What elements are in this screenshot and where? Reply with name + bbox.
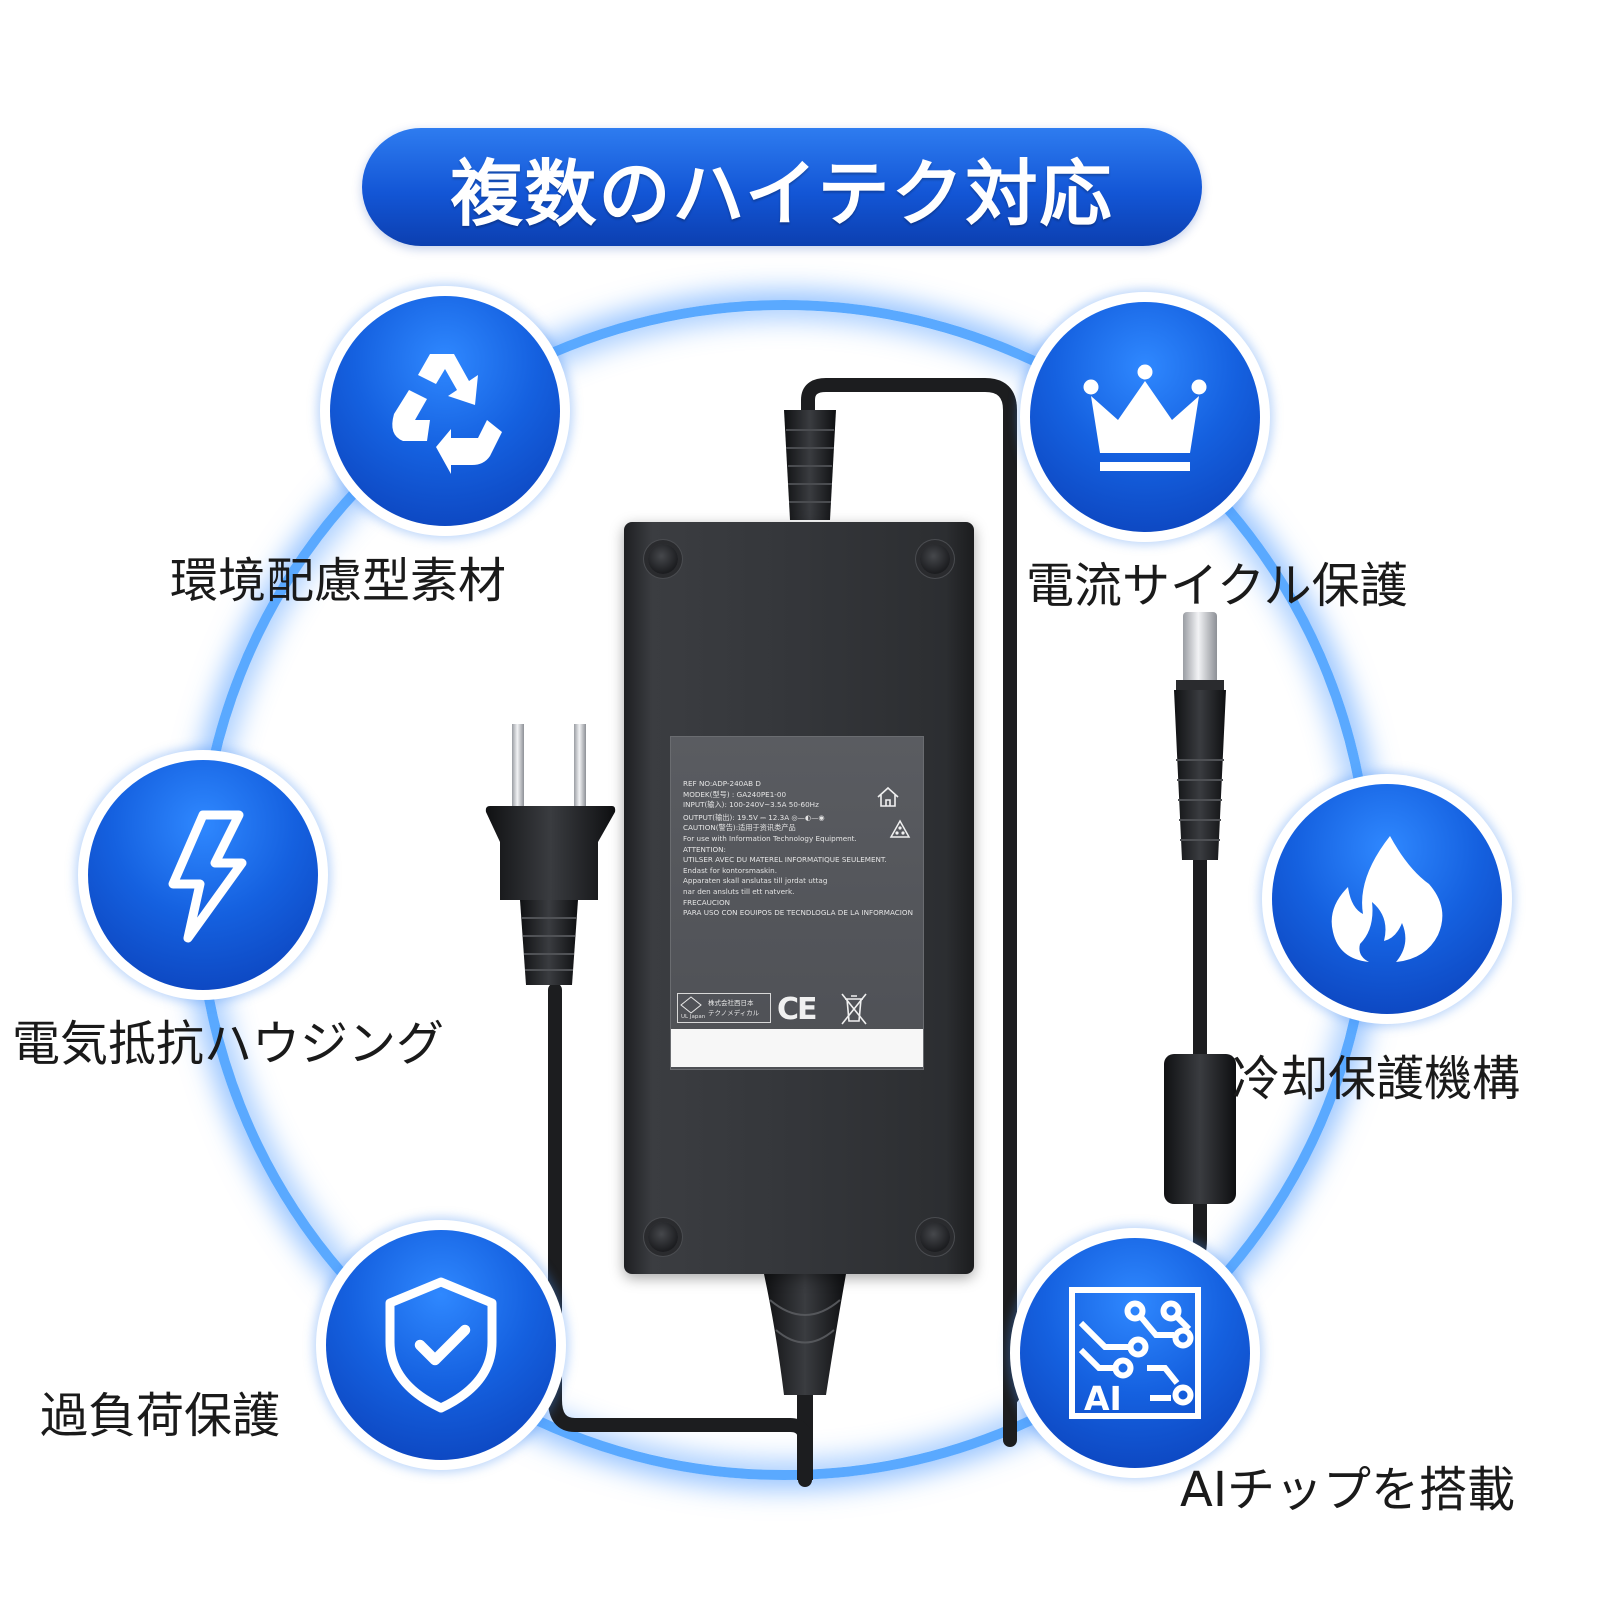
dc-tip-metal <box>1183 612 1217 684</box>
plug-prong-right <box>574 724 586 810</box>
feature-label-eco-material: 環境配慮型素材 <box>170 553 507 609</box>
feature-label-cooling-protection: 冷却保護機構 <box>1232 1051 1521 1107</box>
screw <box>648 544 678 574</box>
spec-nar: nar den ansluts till ett natverk. <box>683 886 795 896</box>
spec-attention: ATTENTION: <box>683 844 726 854</box>
spec-endast: Endast for kontorsmaskin. <box>683 865 778 875</box>
spec-ref: REF NO:ADP-240AB D <box>683 779 761 788</box>
company-line1: 株式会社西日本 <box>708 999 754 1007</box>
dc-tip-body <box>1174 690 1226 860</box>
ferrite-core <box>1164 1054 1236 1204</box>
ac-cable <box>548 983 812 1487</box>
screw <box>920 544 950 574</box>
plug-head <box>485 806 616 900</box>
spec-model: MODEK(型号) : GA240PE1-00 <box>683 789 787 799</box>
pse-certification-box: UL Japan 株式会社西日本 テクノメディカル <box>677 993 771 1023</box>
ce-mark: CE <box>777 992 817 1027</box>
spec-frecaucion: FRECAUCION <box>683 897 731 907</box>
page-title-text: 複数のハイテク対応 <box>450 151 1114 236</box>
adapter-spec-label: REF NO:ADP-240AB D MODEK(型号) : GA240PE1-… <box>670 736 924 1070</box>
spec-caution: CAUTION(警告):适用于资讯类产品 <box>683 823 796 833</box>
ai-chip-icon: AI <box>1069 1287 1201 1419</box>
spec-input: INPUT(输入): 100-240V~3.5A 50-60Hz <box>683 800 819 810</box>
feature-label-resistive-housing: 電気抵抗ハウジング <box>12 1016 445 1072</box>
feature-badge-resistive-housing <box>78 750 328 1000</box>
feature-badge-cooling-protection <box>1262 774 1512 1024</box>
feature-badge-current-cycle <box>1020 292 1270 542</box>
dc-cable <box>801 378 1017 1447</box>
spec-apparaten: Apparaten skall anslutas till jordat utt… <box>683 876 828 886</box>
screw <box>648 1222 678 1252</box>
pse-company: 株式会社西日本 テクノメディカル <box>708 998 759 1018</box>
feature-badge-overload-protection <box>316 1220 566 1470</box>
svg-text:AI: AI <box>1084 1379 1122 1418</box>
pse-diamond-icon <box>680 996 702 1014</box>
feature-label-overload-protection: 過負荷保護 <box>40 1388 281 1444</box>
feature-label-current-cycle: 電流サイクル保護 <box>1026 558 1408 614</box>
flame-icon <box>1331 836 1443 962</box>
company-line2: テクノメディカル <box>708 1009 760 1017</box>
feature-badge-eco-material <box>320 286 570 536</box>
spec-for-use: For use with Information Technology Equi… <box>683 833 857 843</box>
spec-output: OUTPUT(输出): 19.5V ⎓ 12.3A ◎—◐—◉ <box>683 812 825 822</box>
pse-ul-text: UL Japan <box>681 1014 706 1020</box>
spec-utilser: UTILSER AVEC DU MATEREL INFORMATIQUE SEU… <box>683 855 887 865</box>
recycle-icon <box>392 354 502 474</box>
spec-para: PARA USO CON EOUIPOS DE TECNDLOGLA DE LA… <box>683 908 913 918</box>
house-icon <box>877 786 899 807</box>
page-title: 複数のハイテク対応 <box>362 128 1202 246</box>
bottom-strain-relief <box>764 1274 846 1395</box>
feature-badge-ai-chip: AI <box>1010 1228 1260 1478</box>
label-white-strip <box>671 1029 923 1067</box>
shield-check-icon <box>385 1277 497 1413</box>
triangle-warning-icon <box>889 819 911 838</box>
plug-prong-left <box>512 724 524 810</box>
screw <box>920 1222 950 1252</box>
feature-label-ai-chip: AIチップを搭載 <box>1180 1462 1515 1518</box>
crown-icon <box>1083 364 1207 471</box>
weee-bin-icon <box>841 993 867 1025</box>
lightning-bolt-icon <box>168 810 247 943</box>
